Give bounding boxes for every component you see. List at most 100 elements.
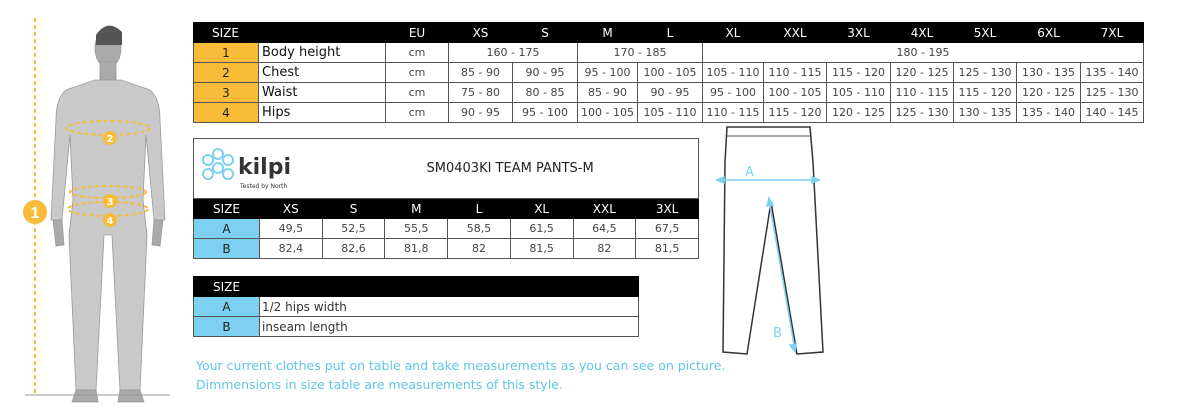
cell: 82 (447, 238, 511, 259)
size-col: XS (448, 22, 513, 43)
product-size-table: kilpi Tested by North SM0403KI TEAM PANT… (193, 138, 700, 259)
cell: 90 - 95 (512, 62, 578, 83)
unit: cm (385, 42, 449, 63)
cell: 90 - 95 (637, 82, 703, 103)
cell: 90 - 95 (448, 102, 513, 123)
size-col: 4XL (890, 22, 954, 43)
cell: 82,6 (321, 238, 386, 259)
cell: 135 - 140 (1080, 62, 1144, 83)
marker-4-label: 4 (107, 216, 114, 227)
size-col: L (637, 22, 703, 43)
cell: 115 - 120 (826, 62, 891, 83)
cell: 49,5 (259, 218, 323, 239)
marker-2-label: 2 (107, 134, 114, 145)
row-number: 3 (193, 82, 259, 103)
cell: 115 - 120 (763, 102, 827, 123)
cell: 100 - 105 (763, 82, 827, 103)
size-col: XXL (572, 198, 637, 219)
cell: 135 - 140 (1016, 102, 1081, 123)
size-col: M (577, 22, 638, 43)
cell: 95 - 100 (512, 102, 578, 123)
cell: 55,5 (384, 218, 449, 239)
cell: 81,5 (509, 238, 574, 259)
table-row: 1 Body height cm 160 - 175 170 - 185 180… (193, 42, 1144, 63)
brand-name: kilpi (238, 155, 291, 180)
row-label: Waist (258, 82, 386, 103)
cell: 58,5 (447, 218, 511, 239)
size-header: SIZE (193, 22, 386, 43)
cell: 64,5 (572, 218, 637, 239)
row-number: 1 (193, 42, 259, 63)
cell: 105 - 110 (637, 102, 703, 123)
measure-key: A (193, 218, 260, 239)
kilpi-logo: kilpi Tested by North (193, 138, 323, 199)
table-header-row: SIZE EU XS S M L XL XXL 3XL 4XL 5XL 6XL … (193, 22, 1144, 43)
size-col: L (447, 198, 511, 219)
body-size-table: SIZE EU XS S M L XL XXL 3XL 4XL 5XL 6XL … (193, 22, 1144, 123)
cell: 75 - 80 (448, 82, 513, 103)
marker-3-label: 3 (107, 197, 114, 208)
measure-key: B (193, 238, 260, 259)
cell: 95 - 100 (577, 62, 638, 83)
cell: 82,4 (259, 238, 323, 259)
row-number: 2 (193, 62, 259, 83)
size-col: XL (509, 198, 574, 219)
brand-tagline: Tested by North (239, 183, 287, 190)
eu-header: EU (385, 22, 449, 43)
row-number: 4 (193, 102, 259, 123)
unit: cm (385, 62, 449, 83)
row-label: Hips (258, 102, 386, 123)
size-header: SIZE (193, 276, 260, 297)
instruction-note: Dimmensions in size table are measuremen… (196, 377, 563, 392)
instruction-note: Your current clothes put on table and ta… (196, 358, 726, 373)
legend-key: A (193, 296, 260, 317)
size-col: 6XL (1016, 22, 1081, 43)
cell: 120 - 125 (826, 102, 891, 123)
cell: 110 - 115 (763, 62, 827, 83)
legend-desc: inseam length (259, 316, 639, 337)
cell: 125 - 130 (890, 102, 954, 123)
size-col: XS (259, 198, 323, 219)
cell: 85 - 90 (577, 82, 638, 103)
cell: 105 - 110 (826, 82, 891, 103)
cell: 160 - 175 (448, 42, 578, 63)
cell: 85 - 90 (448, 62, 513, 83)
pants-label-a: A (745, 165, 754, 180)
cell: 100 - 105 (577, 102, 638, 123)
header-blank (259, 276, 639, 297)
cell: 180 - 195 (702, 42, 1144, 63)
cell: 125 - 130 (953, 62, 1017, 83)
unit: cm (385, 82, 449, 103)
size-header: SIZE (193, 198, 260, 219)
size-col: S (512, 22, 578, 43)
marker-1 (23, 200, 47, 224)
cell: 67,5 (635, 218, 699, 239)
cell: 61,5 (509, 218, 574, 239)
size-col: XXL (763, 22, 827, 43)
legend-key: B (193, 316, 260, 337)
size-col: XL (702, 22, 764, 43)
unit: cm (385, 102, 449, 123)
cell: 120 - 125 (890, 62, 954, 83)
row-label: Chest (258, 62, 386, 83)
size-col: S (321, 198, 386, 219)
marker-1-label: 1 (31, 205, 40, 222)
cell: 110 - 115 (702, 102, 764, 123)
cell: 100 - 105 (637, 62, 703, 83)
cell: 110 - 115 (890, 82, 954, 103)
size-col: M (384, 198, 449, 219)
cell: 130 - 135 (953, 102, 1017, 123)
cell: 105 - 110 (702, 62, 764, 83)
legend-desc: 1/2 hips width (259, 296, 639, 317)
cell: 170 - 185 (577, 42, 703, 63)
size-col: 3XL (635, 198, 699, 219)
size-col: 3XL (826, 22, 891, 43)
pants-label-b: B (773, 326, 782, 341)
cell: 125 - 130 (1080, 82, 1144, 103)
